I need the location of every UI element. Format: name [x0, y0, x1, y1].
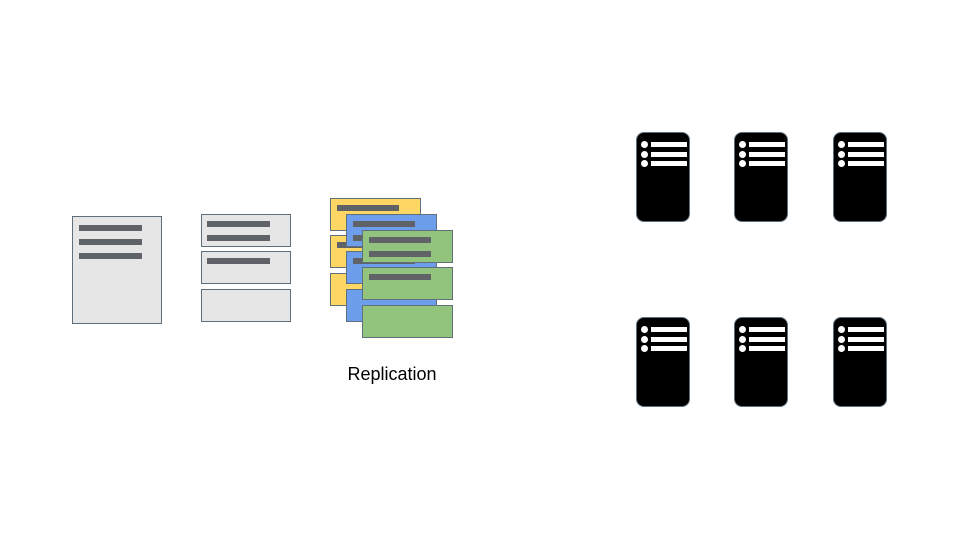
- replica-green-1: [362, 230, 453, 263]
- server-led: [641, 151, 648, 158]
- server-led: [739, 151, 746, 158]
- replica-text-line: [369, 237, 431, 243]
- shard-3: [201, 289, 291, 322]
- shard-text-line: [207, 221, 270, 227]
- document-text-line: [79, 253, 142, 259]
- shard-text-line: [207, 235, 270, 241]
- server-slot: [848, 346, 884, 351]
- document-text-line: [79, 225, 142, 231]
- server-icon: [833, 132, 887, 222]
- server-led: [838, 151, 845, 158]
- server-slot: [848, 161, 884, 166]
- server-slot: [848, 337, 884, 342]
- server-led: [641, 326, 648, 333]
- server-led: [838, 336, 845, 343]
- replica-text-line: [353, 221, 415, 227]
- server-icon: [734, 317, 788, 407]
- document-text-line: [79, 239, 142, 245]
- server-led: [641, 345, 648, 352]
- server-slot: [848, 152, 884, 157]
- server-icon: [636, 132, 690, 222]
- server-slot: [651, 337, 687, 342]
- server-led: [838, 326, 845, 333]
- server-led: [838, 141, 845, 148]
- shard-1: [201, 214, 291, 247]
- server-icon: [636, 317, 690, 407]
- server-slot: [651, 327, 687, 332]
- replica-text-line: [337, 205, 399, 211]
- server-led: [739, 141, 746, 148]
- server-led: [739, 336, 746, 343]
- replica-green-2: [362, 267, 453, 300]
- server-led: [838, 345, 845, 352]
- server-slot: [749, 142, 785, 147]
- server-led: [641, 160, 648, 167]
- shard-2: [201, 251, 291, 284]
- replication-caption: Replication: [347, 364, 437, 384]
- server-led: [739, 160, 746, 167]
- server-icon: [833, 317, 887, 407]
- server-led: [739, 345, 746, 352]
- server-led: [641, 141, 648, 148]
- server-slot: [749, 327, 785, 332]
- shard-text-line: [207, 258, 270, 264]
- server-slot: [848, 327, 884, 332]
- server-slot: [749, 161, 785, 166]
- server-slot: [651, 346, 687, 351]
- server-slot: [749, 152, 785, 157]
- replica-text-line: [369, 274, 431, 280]
- server-slot: [749, 346, 785, 351]
- server-slot: [749, 337, 785, 342]
- full-document: [72, 216, 162, 324]
- server-led: [838, 160, 845, 167]
- server-slot: [651, 142, 687, 147]
- server-slot: [651, 161, 687, 166]
- server-slot: [651, 152, 687, 157]
- server-led: [641, 336, 648, 343]
- replica-green-3: [362, 305, 453, 338]
- replica-text-line: [369, 251, 431, 257]
- server-slot: [848, 142, 884, 147]
- server-led: [739, 326, 746, 333]
- server-icon: [734, 132, 788, 222]
